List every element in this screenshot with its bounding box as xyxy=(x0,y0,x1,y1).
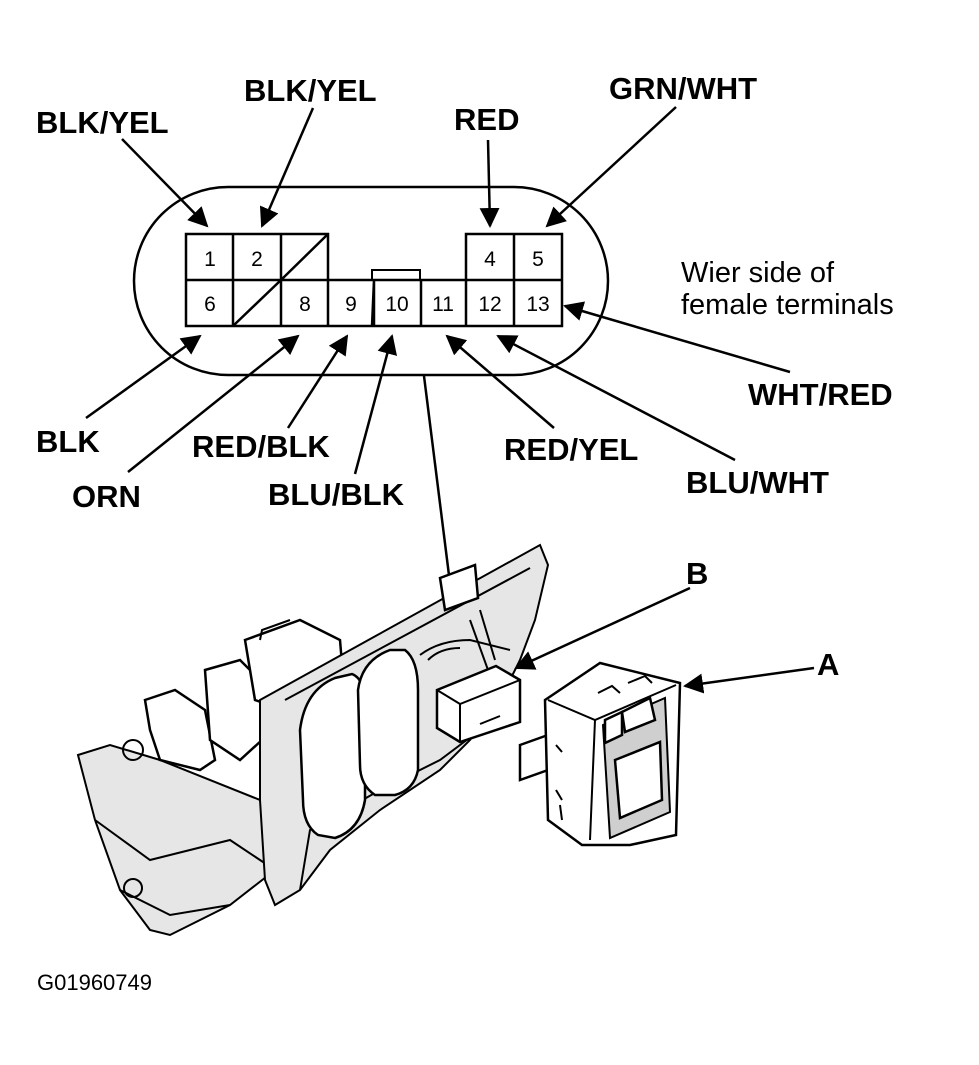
wire-label-pin-10: BLU/BLK xyxy=(268,477,405,512)
connector-latch-tab xyxy=(371,269,421,281)
pin-1: 1 xyxy=(204,248,216,271)
pin-11: 11 xyxy=(432,293,454,316)
pin-8: 8 xyxy=(299,293,311,316)
switch-a-illustration xyxy=(518,661,682,847)
pin-9: 9 xyxy=(345,293,357,316)
wire-label-pin-2: BLK/YEL xyxy=(244,73,377,108)
callout-a: A xyxy=(817,647,839,682)
pin-10: 10 xyxy=(385,293,408,316)
wire-label-pin-5: GRN/WHT xyxy=(609,71,757,106)
terminal-grid xyxy=(184,232,564,328)
pin-13: 13 xyxy=(526,293,549,316)
wire-label-pin-9: RED/BLK xyxy=(192,429,330,464)
wire-label-pin-8: ORN xyxy=(72,479,141,514)
callout-b: B xyxy=(686,556,708,591)
wire-label-pin-4: RED xyxy=(454,102,519,137)
wire-label-pin-11: RED/YEL xyxy=(504,432,638,467)
pin-2: 2 xyxy=(251,248,263,271)
figure-code: G01960749 xyxy=(37,970,152,995)
wire-label-pin-13: WHT/RED xyxy=(748,377,893,412)
wire-label-pin-6: BLK xyxy=(36,424,100,459)
connector-note-line-1: Wier side of xyxy=(681,257,835,289)
dashboard-panel-illustration xyxy=(76,543,550,937)
connector-housing xyxy=(132,185,610,377)
wire-label-pin-1: BLK/YEL xyxy=(36,105,169,140)
connector-face: 1 2 4 5 6 8 9 10 11 12 13 xyxy=(132,185,610,377)
leader-lines xyxy=(85,106,791,657)
pin-6: 6 xyxy=(204,293,216,316)
pin-12: 12 xyxy=(478,293,501,316)
wire-label-pin-12: BLU/WHT xyxy=(686,465,829,500)
connector-note-line-2: female terminals xyxy=(681,289,894,321)
pin-5: 5 xyxy=(532,248,544,271)
pin-4: 4 xyxy=(484,248,496,271)
